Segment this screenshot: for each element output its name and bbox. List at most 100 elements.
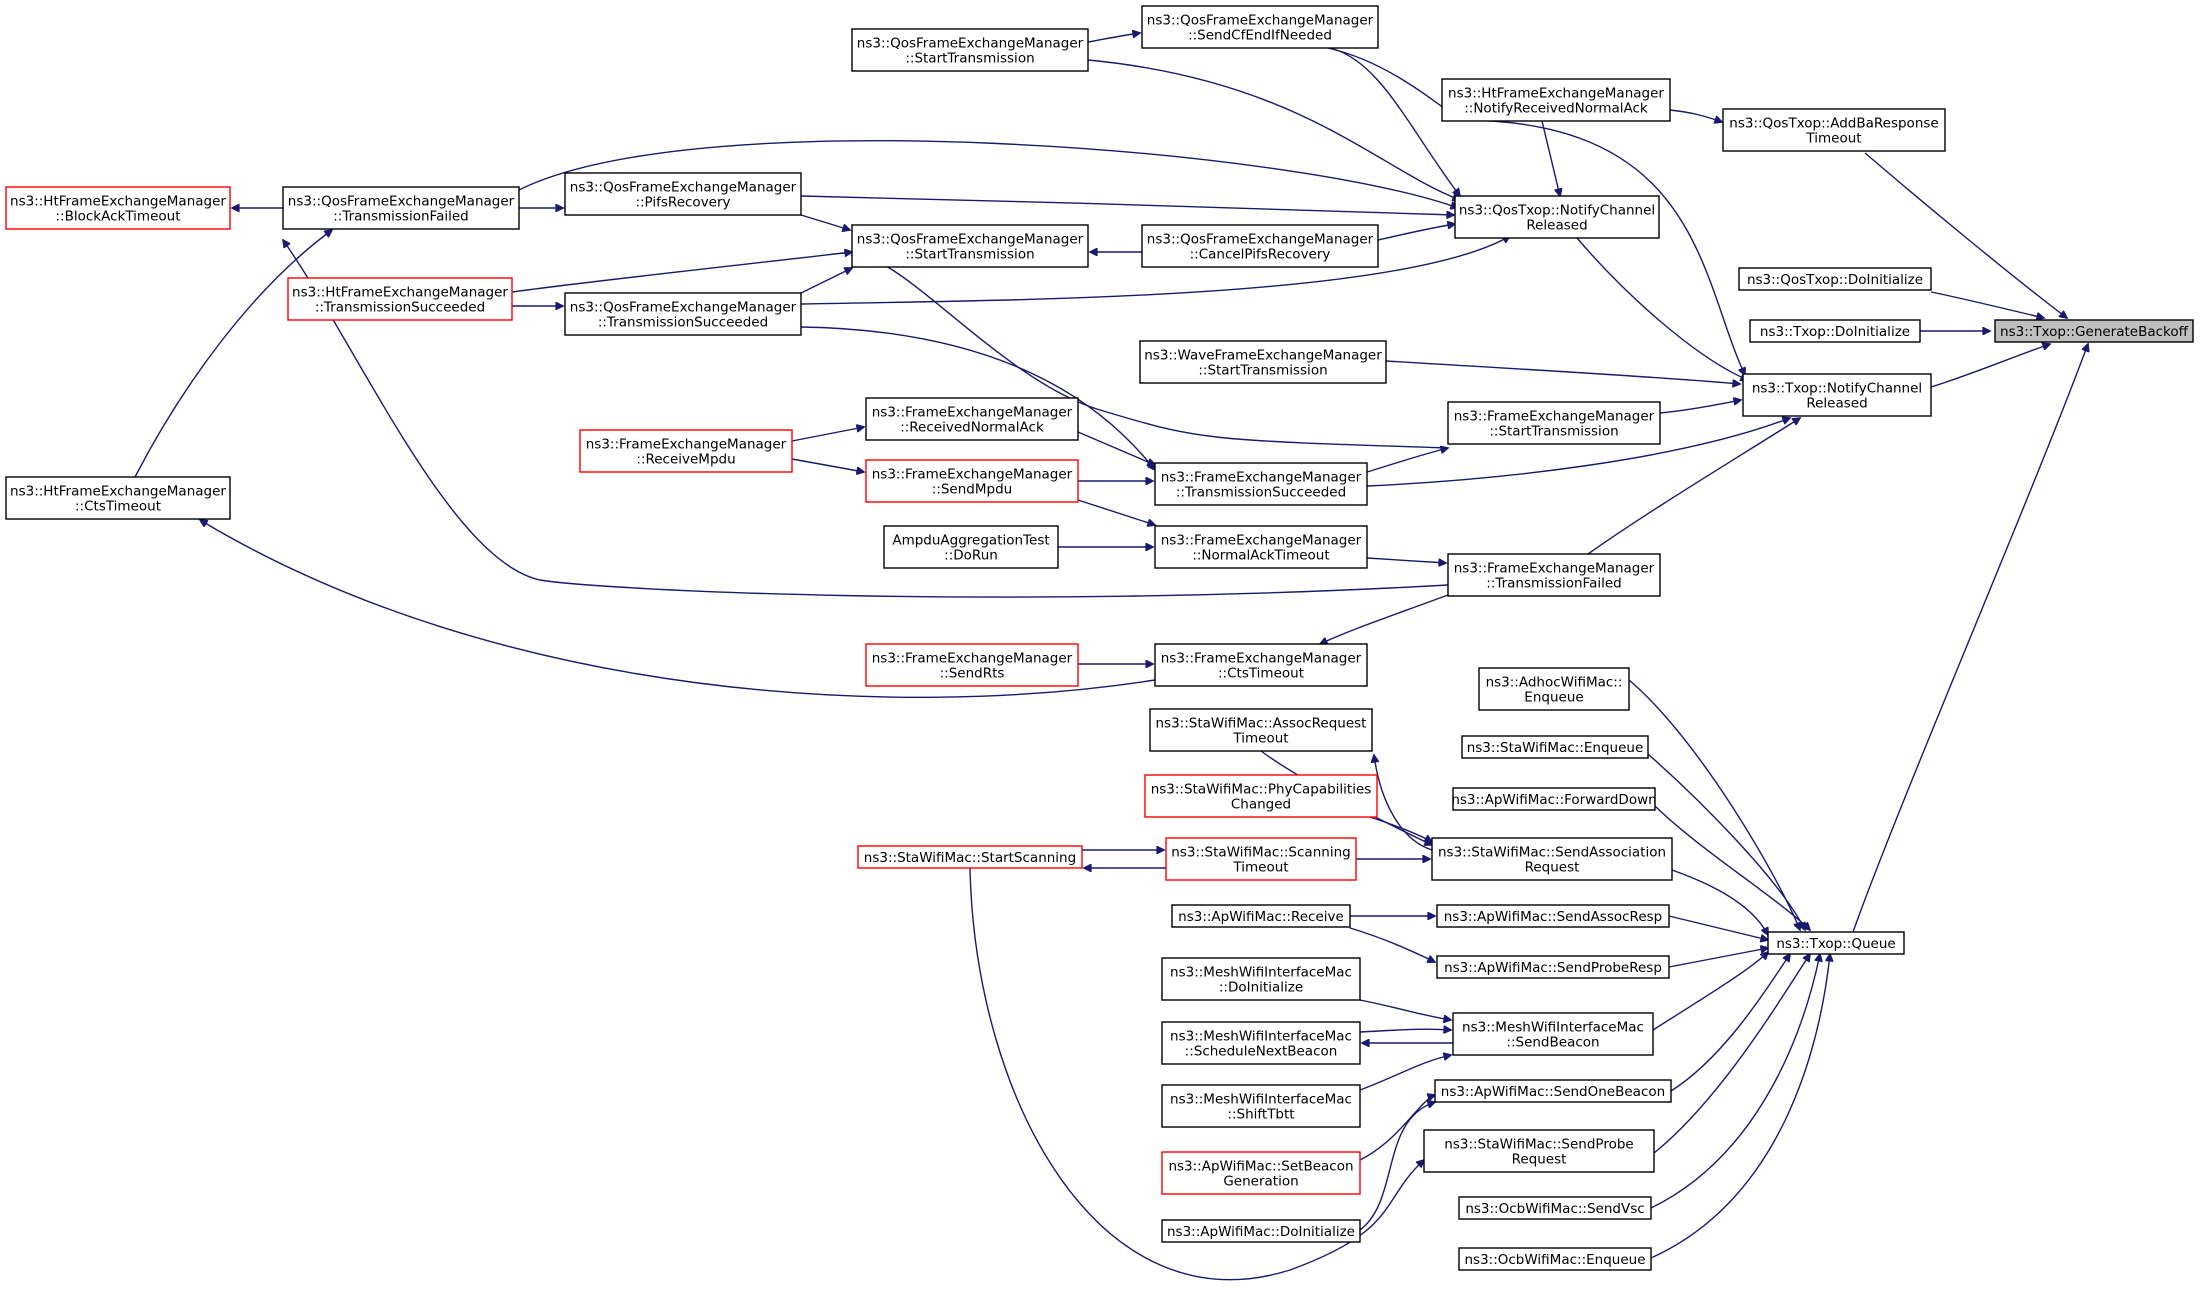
node-box[interactable] [1994, 319, 2194, 343]
node-mesh-snb[interactable]: ns3::MeshWifiInterfaceMac::ScheduleNextB… [1161, 1021, 1361, 1065]
node-sta-sscan[interactable]: ns3::StaWifiMac::StartScanning [857, 845, 1083, 869]
node-box[interactable] [1767, 931, 1905, 955]
node-box[interactable] [865, 643, 1079, 687]
node-qfem-st-top[interactable]: ns3::QosFrameExchangeManager::StartTrans… [851, 28, 1089, 72]
node-tx-doinit[interactable]: ns3::Txop::DoInitialize [1749, 319, 1921, 343]
node-fem-st[interactable]: ns3::FrameExchangeManager::StartTransmis… [1447, 401, 1661, 445]
node-box[interactable] [851, 224, 1089, 268]
node-mesh-di[interactable]: ns3::MeshWifiInterfaceMac::DoInitialize [1161, 957, 1361, 1001]
node-root[interactable]: ns3::Txop::GenerateBackoff [1994, 319, 2194, 343]
node-box[interactable] [1141, 224, 1379, 268]
node-box[interactable] [1452, 1012, 1654, 1056]
node-ht-bat[interactable]: ns3::HtFrameExchangeManager::BlockAckTim… [5, 186, 231, 230]
node-fem-tf[interactable]: ns3::FrameExchangeManager::TransmissionF… [1447, 553, 1661, 597]
node-ap-sar[interactable]: ns3::ApWifiMac::SendAssocResp [1436, 904, 1670, 928]
node-ap-di[interactable]: ns3::ApWifiMac::DoInitialize [1161, 1219, 1361, 1243]
node-box[interactable] [1149, 708, 1373, 752]
node-qfem-pifs[interactable]: ns3::QosFrameExchangeManager::PifsRecove… [564, 172, 802, 216]
node-box[interactable] [1436, 955, 1670, 979]
node-box[interactable] [1458, 1196, 1652, 1220]
node-box[interactable] [1161, 1021, 1361, 1065]
node-box[interactable] [1154, 462, 1368, 506]
node-qfem-ts[interactable]: ns3::QosFrameExchangeManager::Transmissi… [564, 292, 802, 336]
node-box[interactable] [883, 525, 1059, 569]
node-box[interactable] [1154, 525, 1368, 569]
node-box[interactable] [1461, 735, 1649, 759]
node-box[interactable] [865, 397, 1079, 441]
node-ap-fwd[interactable]: ns3::ApWifiMac::ForwardDown [1451, 787, 1657, 811]
node-box[interactable] [1171, 904, 1351, 928]
node-box[interactable] [1154, 643, 1368, 687]
node-fem-rna[interactable]: ns3::FrameExchangeManager::ReceivedNorma… [865, 397, 1079, 441]
node-box[interactable] [1161, 957, 1361, 1001]
node-box[interactable] [5, 476, 231, 520]
node-box[interactable] [1478, 667, 1630, 711]
node-box[interactable] [564, 172, 802, 216]
node-ht-ts[interactable]: ns3::HtFrameExchangeManager::Transmissio… [287, 277, 513, 321]
node-ampdu[interactable]: AmpduAggregationTest::DoRun [883, 525, 1059, 569]
node-fem-ts[interactable]: ns3::FrameExchangeManager::TransmissionS… [1154, 462, 1368, 506]
node-qfem-cpifs[interactable]: ns3::QosFrameExchangeManager::CancelPifs… [1141, 224, 1379, 268]
node-ht-cts[interactable]: ns3::HtFrameExchangeManager::CtsTimeout [5, 476, 231, 520]
node-fem-smpdu[interactable]: ns3::FrameExchangeManager::SendMpdu [865, 459, 1079, 503]
node-box[interactable] [1141, 5, 1379, 49]
node-fem-rmpdu[interactable]: ns3::FrameExchangeManager::ReceiveMpdu [579, 429, 793, 473]
node-box[interactable] [1423, 1129, 1655, 1173]
node-box[interactable] [1161, 1219, 1361, 1243]
node-box[interactable] [1139, 340, 1387, 384]
node-ht-nrna[interactable]: ns3::HtFrameExchangeManager::NotifyRecei… [1441, 78, 1671, 122]
node-box[interactable] [865, 459, 1079, 503]
node-box[interactable] [1436, 904, 1670, 928]
node-box[interactable] [1161, 1151, 1361, 1195]
node-mesh-stbtt[interactable]: ns3::MeshWifiInterfaceMac::ShiftTbtt [1161, 1084, 1361, 1128]
node-box[interactable] [564, 292, 802, 336]
node-box[interactable] [1452, 787, 1656, 811]
node-box[interactable] [1441, 78, 1671, 122]
node-box[interactable] [1742, 373, 1932, 417]
node-box[interactable] [1458, 1247, 1652, 1271]
node-box[interactable] [1144, 774, 1378, 818]
node-qfem-scfe[interactable]: ns3::QosFrameExchangeManager::SendCfEndI… [1141, 5, 1379, 49]
node-ap-recv[interactable]: ns3::ApWifiMac::Receive [1171, 904, 1351, 928]
node-box[interactable] [5, 186, 231, 230]
node-wave-st[interactable]: ns3::WaveFrameExchangeManager::StartTran… [1139, 340, 1387, 384]
node-box[interactable] [1165, 837, 1357, 881]
node-fem-cts[interactable]: ns3::FrameExchangeManager::CtsTimeout [1154, 643, 1368, 687]
node-tx-queue[interactable]: ns3::Txop::Queue [1767, 931, 1905, 955]
node-box[interactable] [1738, 267, 1932, 291]
node-adhoc-enq[interactable]: ns3::AdhocWifiMac::Enqueue [1478, 667, 1630, 711]
node-qfem-st[interactable]: ns3::QosFrameExchangeManager::StartTrans… [851, 224, 1089, 268]
node-box[interactable] [1749, 319, 1921, 343]
node-sta-enq[interactable]: ns3::StaWifiMac::Enqueue [1461, 735, 1649, 759]
node-ap-sob[interactable]: ns3::ApWifiMac::SendOneBeacon [1434, 1079, 1672, 1103]
node-box[interactable] [1447, 553, 1661, 597]
node-box[interactable] [857, 845, 1083, 869]
node-qtx-doinit[interactable]: ns3::QosTxop::DoInitialize [1738, 267, 1932, 291]
node-box[interactable] [1454, 195, 1660, 239]
node-box[interactable] [1431, 837, 1673, 881]
node-fem-nat[interactable]: ns3::FrameExchangeManager::NormalAckTime… [1154, 525, 1368, 569]
node-mesh-sb[interactable]: ns3::MeshWifiInterfaceMac::SendBeacon [1452, 1012, 1654, 1056]
node-box[interactable] [1434, 1079, 1672, 1103]
node-box[interactable] [851, 28, 1089, 72]
node-box[interactable] [1161, 1084, 1361, 1128]
node-box[interactable] [1447, 401, 1661, 445]
node-qfem-tf[interactable]: ns3::QosFrameExchangeManager::Transmissi… [282, 186, 520, 230]
node-box[interactable] [1722, 108, 1946, 152]
node-fem-srts[interactable]: ns3::FrameExchangeManager::SendRts [865, 643, 1079, 687]
node-ap-spr[interactable]: ns3::ApWifiMac::SendProbeResp [1436, 955, 1670, 979]
node-box[interactable] [282, 186, 520, 230]
node-ocb-enq[interactable]: ns3::OcbWifiMac::Enqueue [1458, 1247, 1652, 1271]
node-ocb-svsc[interactable]: ns3::OcbWifiMac::SendVsc [1458, 1196, 1652, 1220]
node-box[interactable] [579, 429, 793, 473]
node-box[interactable] [287, 277, 513, 321]
